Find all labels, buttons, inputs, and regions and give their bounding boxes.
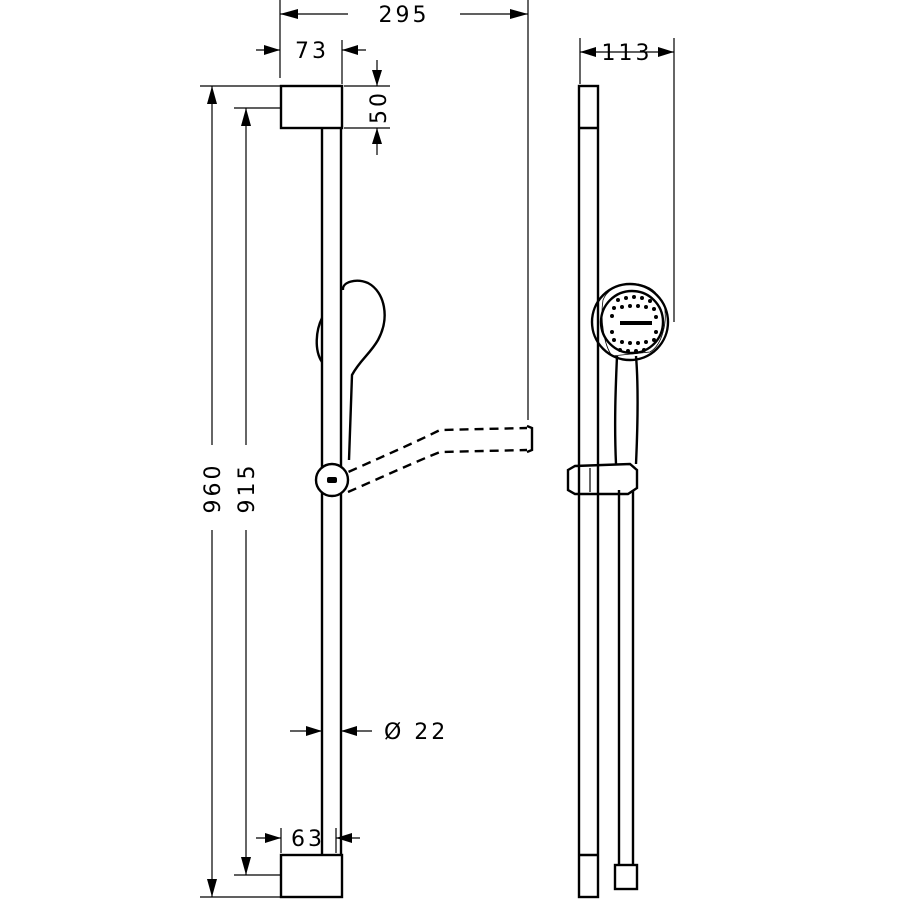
- hose-dashed-lower: [347, 448, 528, 494]
- hose-dashed: [334, 426, 528, 480]
- front-view: 295 73 50 960: [200, 0, 534, 899]
- height-slider: [314, 462, 350, 498]
- shower-head-outline: [526, 424, 534, 454]
- dim-295: 295: [279, 0, 529, 420]
- label-50: 50: [367, 90, 392, 124]
- hand-shower-head-side: [590, 282, 670, 362]
- label-960: 960: [201, 463, 226, 514]
- label-diameter-22: Ø 22: [384, 720, 448, 745]
- hand-shower-handle-side: [613, 355, 639, 465]
- dim-113: 113: [579, 38, 675, 322]
- label-113: 113: [602, 41, 653, 66]
- label-295: 295: [379, 3, 430, 28]
- hand-shower-front: [315, 279, 386, 461]
- side-view: 113: [566, 38, 675, 899]
- dim-diameter-22: Ø 22: [290, 720, 448, 745]
- bottom-wall-bracket: [279, 853, 344, 899]
- label-73: 73: [295, 39, 329, 64]
- hose-side: [613, 490, 639, 891]
- dim-63: 63: [256, 827, 360, 853]
- top-wall-bracket: [279, 84, 344, 130]
- label-63: 63: [291, 827, 325, 852]
- dim-960: 960: [200, 85, 280, 898]
- dim-73: 73: [256, 39, 366, 84]
- spray-nozzle-pattern: [610, 295, 658, 353]
- label-915: 915: [235, 463, 260, 514]
- dim-915: 915: [234, 107, 280, 876]
- dim-50: 50: [344, 60, 392, 155]
- shower-holder-side: [566, 462, 639, 496]
- slide-rail-side: [577, 84, 600, 899]
